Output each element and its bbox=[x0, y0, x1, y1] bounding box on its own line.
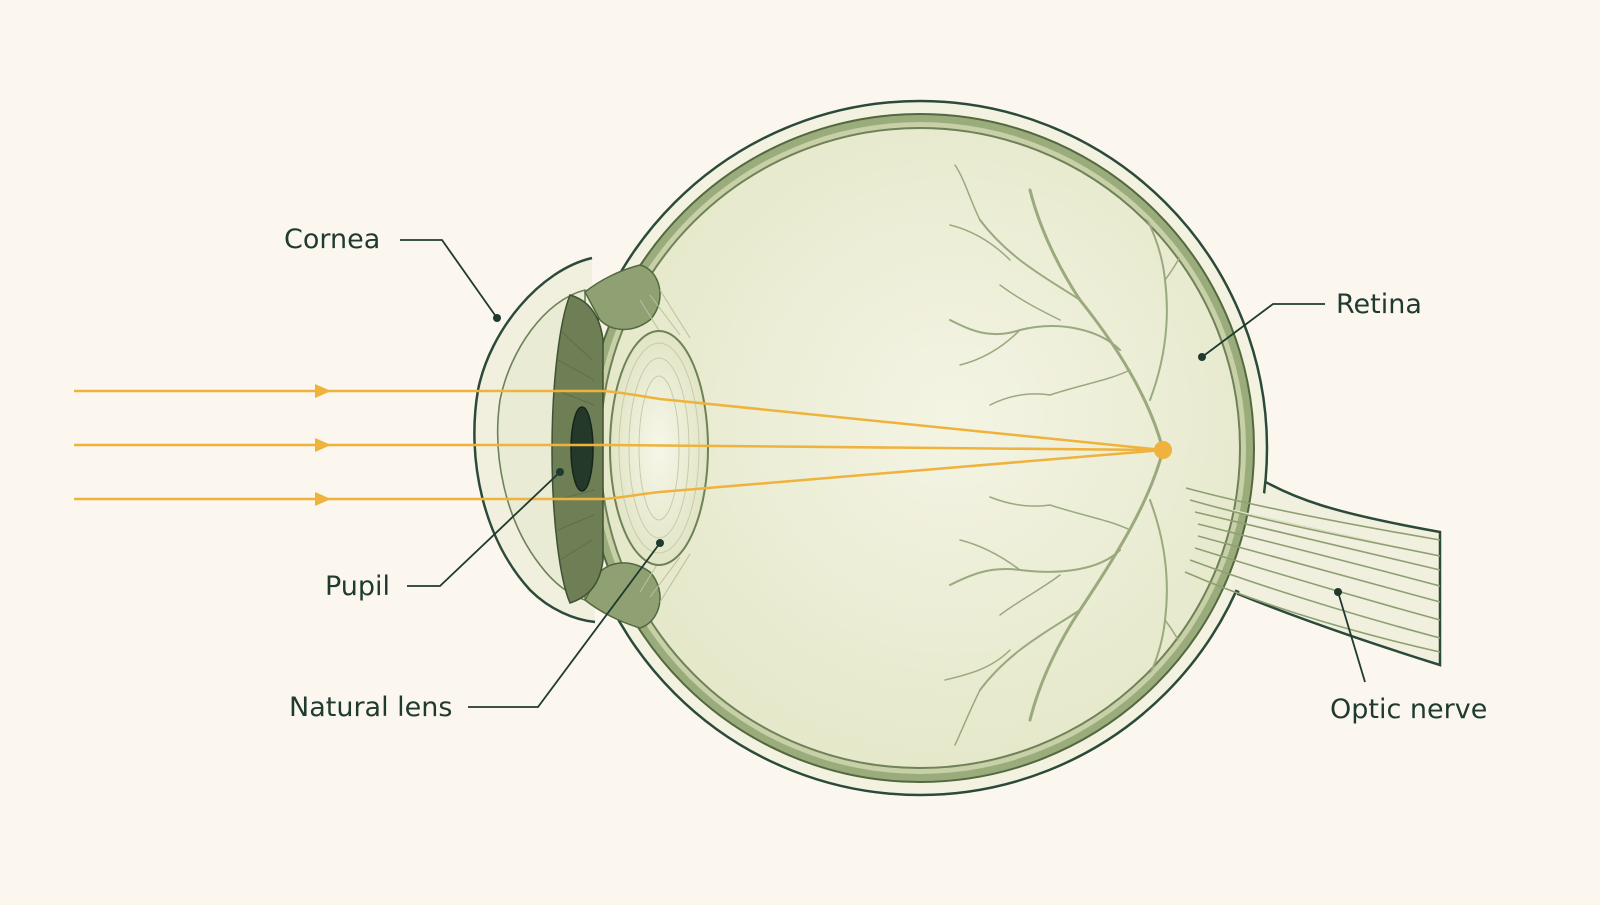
light-rays bbox=[74, 389, 1164, 501]
cornea-label: Cornea bbox=[284, 224, 380, 255]
natural-lens-leader-line bbox=[468, 542, 661, 708]
natural-lens bbox=[609, 330, 709, 566]
focal-point-dot-icon bbox=[1154, 441, 1172, 459]
pupil-label: Pupil bbox=[325, 571, 390, 602]
optic-nerve-label: Optic nerve bbox=[1330, 694, 1487, 725]
optic-nerve bbox=[1184, 487, 1441, 653]
arrow-right-icon bbox=[315, 492, 331, 506]
arrow-right-icon bbox=[315, 384, 331, 398]
retina-leader-line bbox=[1201, 303, 1325, 358]
retina-label: Retina bbox=[1336, 289, 1422, 320]
arrow-right-icon bbox=[315, 438, 331, 452]
pupil bbox=[570, 406, 594, 492]
natural-lens-label: Natural lens bbox=[289, 692, 452, 723]
pupil-leader-line bbox=[407, 471, 561, 587]
optic-nerve-leader-line bbox=[1337, 591, 1366, 683]
cornea-leader-line bbox=[400, 239, 498, 319]
optic-nerve-marker bbox=[1334, 588, 1342, 596]
natural-lens-marker bbox=[656, 539, 664, 547]
retina-marker bbox=[1198, 353, 1206, 361]
cornea-marker bbox=[493, 314, 501, 322]
leader-lines bbox=[400, 239, 1366, 708]
pupil-marker bbox=[556, 468, 564, 476]
